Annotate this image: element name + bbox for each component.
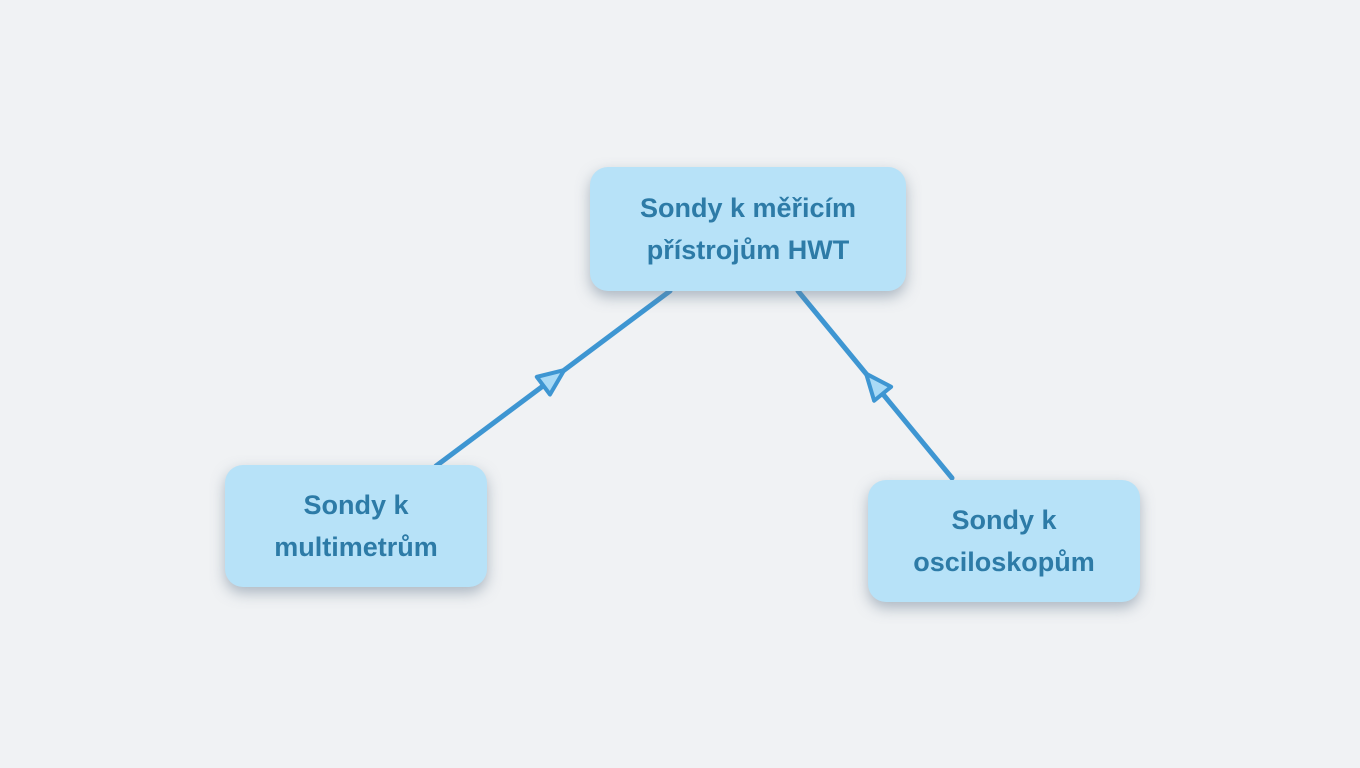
edge-line [795,288,955,481]
node-sondy-k-multimetrum[interactable]: Sondy k multimetrům [225,465,487,587]
edge-line [433,288,673,469]
node-label: Sondy k multimetrům [274,490,438,562]
node-label: Sondy k měřicím přístrojům HWT [639,193,857,265]
node-sondy-k-mericim-pristrojum-hwt[interactable]: Sondy k měřicím přístrojům HWT [590,167,906,291]
node-label: Sondy k osciloskopům [913,505,1095,577]
arrowhead-icon [864,371,894,403]
arrowhead-icon [534,368,567,397]
node-sondy-k-osciloskopum[interactable]: Sondy k osciloskopům [868,480,1140,602]
